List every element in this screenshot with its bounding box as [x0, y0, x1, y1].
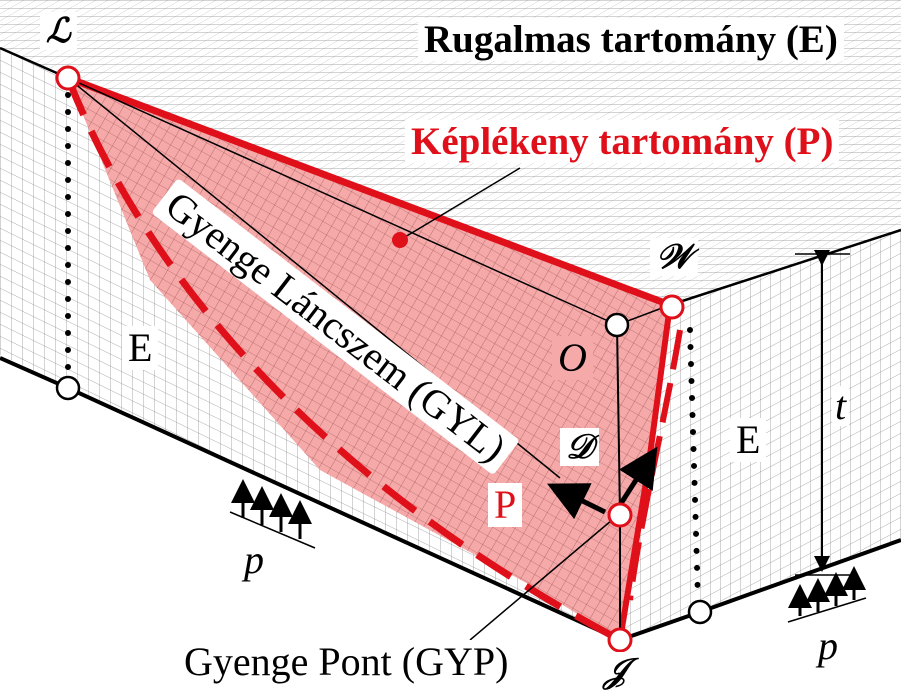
leader-plastic-dot: [392, 232, 408, 248]
thickness-label: t: [832, 386, 850, 426]
region-e-left-label: E: [122, 326, 159, 370]
plastic-region-title: Képlékeny tartomány (P): [405, 120, 840, 163]
point-d-label: 𝒟: [560, 428, 600, 466]
node-W-bottom: [687, 599, 713, 625]
leader-plastic: [399, 167, 521, 241]
plastic-boundary-dashed-bottom: [64, 76, 622, 644]
point-j-label: 𝒥: [598, 652, 634, 690]
leader-gyp: [469, 519, 613, 641]
point-o-label: O: [552, 336, 593, 380]
node-J: [607, 627, 633, 653]
node-L-bottom: [55, 375, 81, 401]
pressure-left-label: p: [244, 537, 264, 582]
weak-point-label: Gyenge Pont (GYP): [178, 640, 515, 684]
node-W: [659, 294, 685, 320]
point-w-label: 𝒲: [650, 238, 698, 276]
elastic-region-title: Rugalmas tartomány (E): [418, 18, 844, 61]
pressure-arrows-left: [229, 479, 316, 549]
arrow-up: [617, 446, 658, 507]
dotted-line-right: [687, 327, 701, 603]
point-l-label: ℒ: [40, 12, 77, 50]
plastic-boundary-top: [66, 74, 672, 309]
node-L: [55, 65, 81, 91]
region-p-label: P: [488, 483, 523, 527]
node-D: [607, 502, 633, 528]
arrow-left: [547, 483, 607, 520]
pressure-right-label: p: [818, 623, 838, 668]
pressure-arrows-right: [787, 566, 867, 623]
region-e-right-label: E: [730, 418, 767, 462]
node-O: [604, 312, 630, 338]
weak-chain-line: [67, 77, 618, 326]
